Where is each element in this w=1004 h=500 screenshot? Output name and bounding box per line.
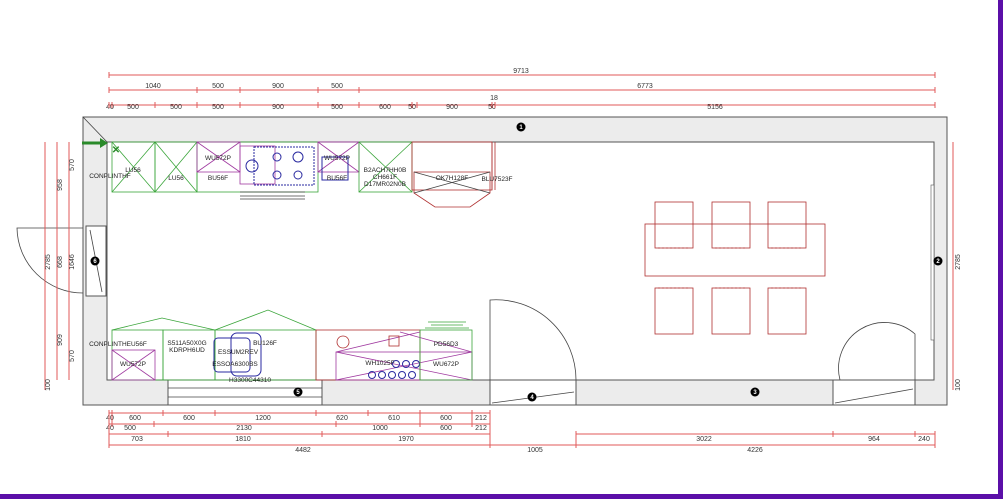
dim: 2130: [236, 425, 252, 432]
label-lu56: LU56: [125, 167, 141, 174]
dim: 1040: [145, 83, 161, 90]
dim: 40: [106, 425, 114, 432]
label-pd56d3: PD56D3: [434, 341, 459, 348]
dim: 570: [69, 159, 76, 171]
label-kdrph6ud: KDRPH6UD: [169, 347, 205, 354]
dim-overall: 9713: [513, 68, 529, 75]
dim: 900: [272, 83, 284, 90]
dim: 500: [212, 104, 224, 111]
dim: 212: [475, 415, 487, 422]
doors: [16, 227, 916, 381]
dim: 500: [331, 104, 343, 111]
label-bu56f: BU56F: [327, 175, 347, 182]
label-essum2rev: ESSUM2REV: [218, 349, 259, 356]
label-h3300c44310: H3300C44310: [229, 377, 271, 384]
right-dimensions: 2785 100: [952, 142, 962, 391]
dim: 2785: [955, 254, 962, 270]
dim: 500: [331, 83, 343, 90]
dim: 600: [379, 104, 391, 111]
label-ch661f: CH661F: [373, 174, 397, 181]
marker-4: 4: [530, 395, 534, 401]
dim: 500: [170, 104, 182, 111]
dim: 4482: [295, 447, 311, 454]
dim: 40: [106, 415, 114, 422]
dim: 1810: [235, 436, 251, 443]
svg-text:✕: ✕: [112, 145, 120, 156]
walls: [82, 116, 948, 406]
label-wu572p: WU572P: [324, 155, 350, 162]
marker-1: 1: [519, 125, 523, 131]
dim: 900: [446, 104, 458, 111]
dim: 600: [440, 425, 452, 432]
label-conplinthf: CONPLINTHF: [89, 173, 131, 180]
dim: 600: [183, 415, 195, 422]
marker-2: 2: [936, 259, 940, 265]
dining-table[interactable]: [644, 201, 826, 335]
label-wh1025f: WH1025F: [365, 360, 394, 367]
dim: 500: [124, 425, 136, 432]
dim: 500: [212, 83, 224, 90]
dim: 100: [955, 379, 962, 391]
dim: 958: [57, 179, 64, 191]
dim: 3022: [696, 436, 712, 443]
dim: 600: [129, 415, 141, 422]
dim: 40: [106, 104, 114, 111]
dim: 100: [45, 379, 52, 391]
dim: 600: [440, 415, 452, 422]
dim: 4226: [747, 447, 763, 454]
label-essoa6300bs: ESSOA6300BS: [212, 361, 258, 368]
top-cabinet-run[interactable]: ✕ CONPLINTHF LU56 LU56 WU572P BU56F WU57…: [82, 138, 513, 208]
dim: 1970: [398, 436, 414, 443]
left-dimensions: 2785 958 668 909 570 1646 570 100: [44, 142, 76, 391]
label-lu56: LU56: [168, 175, 184, 182]
dim: 900: [272, 104, 284, 111]
label-wu572p: WU572P: [120, 361, 146, 368]
dim: 1000: [372, 425, 388, 432]
marker-3: 3: [753, 390, 757, 396]
label-wu572p: WU572P: [205, 155, 231, 162]
bottom-cabinet-run[interactable]: CONPLINTHEU56F WU572P S511A50X0G KDRPH6U…: [89, 309, 473, 384]
label-bu126f: BU126F: [253, 340, 277, 347]
wall-markers: 1 2 3 4 5 6: [90, 122, 943, 402]
top-dimensions: 9713 1040 500 900 500 6773 40 500 500 50…: [106, 68, 936, 111]
dim: 6773: [637, 83, 653, 90]
dim: 668: [57, 256, 64, 268]
dim: 1005: [527, 447, 543, 454]
dim: 2785: [45, 254, 52, 270]
label-conplintheu56f: CONPLINTHEU56F: [89, 341, 147, 348]
label-b2ach7hh0b: B2ACH7HH0B: [364, 167, 407, 174]
bottom-dimensions: 40 600 600 1200 620 610 600 212 40 500 2…: [106, 410, 936, 454]
label-bu56f: BU56F: [208, 175, 228, 182]
marker-5: 5: [296, 390, 300, 396]
label-s511a50x0g: S511A50X0G: [167, 340, 206, 347]
dim: 18: [490, 95, 498, 102]
dim: 1646: [69, 254, 76, 270]
dim: 964: [868, 436, 880, 443]
dim: 610: [388, 415, 400, 422]
dim: 5156: [707, 104, 723, 111]
dim: 570: [69, 350, 76, 362]
dim: 500: [127, 104, 139, 111]
dim: 620: [336, 415, 348, 422]
dim: 703: [131, 436, 143, 443]
label-blu7523f: BLU7523F: [481, 176, 512, 183]
dim: 1200: [255, 415, 271, 422]
dim: 240: [918, 436, 930, 443]
dim: 909: [57, 334, 64, 346]
label-wu672p: WU672P: [433, 361, 459, 368]
marker-6: 6: [93, 259, 97, 265]
label-ok7h128f: OK7H128F: [436, 175, 469, 182]
dim: 212: [475, 425, 487, 432]
label-d17mr02n0b: D17MR02N0B: [364, 181, 406, 188]
